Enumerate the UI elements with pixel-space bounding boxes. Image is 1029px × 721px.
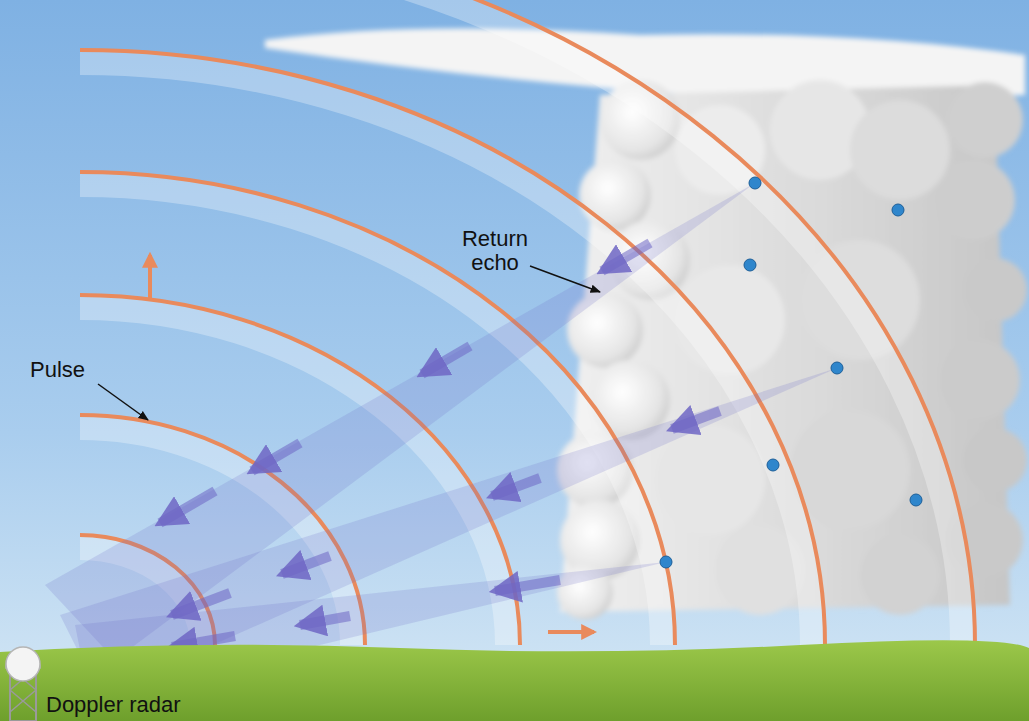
- echo-arrow: [172, 593, 230, 615]
- raindrop: [767, 459, 779, 471]
- radar-tower: [6, 647, 40, 721]
- echo-arrow: [602, 243, 650, 271]
- cloud-puff: [850, 100, 950, 200]
- callout-label: Return echo: [440, 227, 550, 275]
- echo-arrow: [422, 346, 470, 374]
- cloud-puff: [963, 258, 1027, 322]
- echo-arrow: [495, 580, 560, 591]
- pulse-direction-arrow: [148, 255, 152, 298]
- cloud-puff: [947, 82, 1023, 158]
- echo-arrow: [160, 491, 215, 523]
- pulse-direction-arrow: [548, 630, 594, 634]
- callout-label: Pulse: [30, 358, 85, 382]
- cloud-puff: [963, 428, 1027, 492]
- raindrop: [910, 494, 922, 506]
- raindrop: [749, 177, 761, 189]
- radar-dome: [6, 647, 40, 681]
- echo-arrow: [492, 478, 540, 496]
- raindrops: [660, 177, 922, 568]
- echo-arrow: [300, 616, 350, 625]
- echo-arrow: [252, 443, 300, 471]
- echo-arrows: [160, 243, 720, 647]
- cloud-puff: [935, 160, 1015, 240]
- cloud-puff: [655, 425, 765, 535]
- echo-arrow: [282, 556, 330, 574]
- ground: [0, 640, 1029, 721]
- raindrop: [744, 259, 756, 271]
- device-label: Doppler radar: [46, 693, 181, 717]
- return-echo-beams: [45, 183, 837, 700]
- raindrop: [831, 362, 843, 374]
- leader-arrow: [98, 384, 148, 420]
- leader-arrow: [530, 266, 600, 292]
- raindrop: [892, 204, 904, 216]
- cloud-puff: [940, 340, 1020, 420]
- echo-arrow: [672, 411, 720, 429]
- cloud-puff: [860, 535, 940, 615]
- raindrop: [660, 556, 672, 568]
